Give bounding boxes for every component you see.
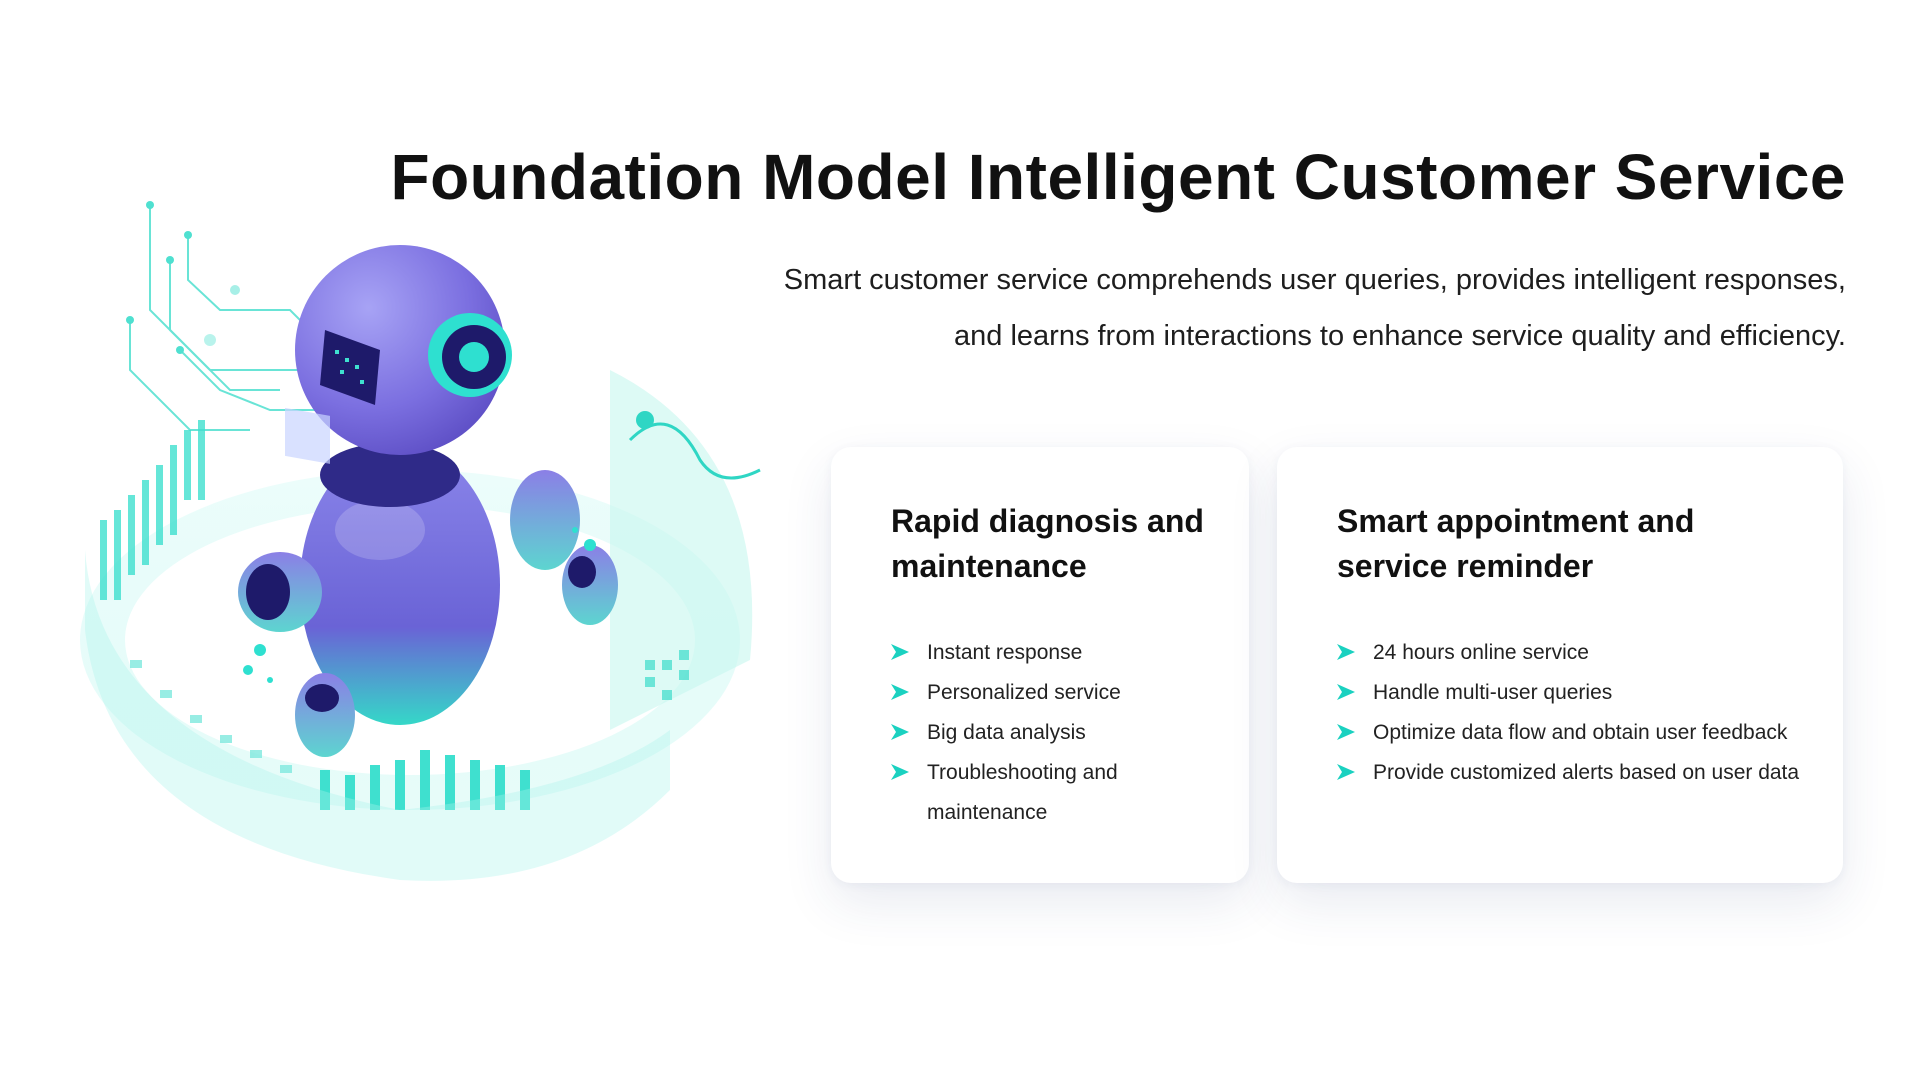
card-title-line-1: Smart appointment and <box>1337 503 1695 539</box>
card-title: Smart appointment and service reminder <box>1337 499 1803 589</box>
chevron-arrow-icon <box>891 764 909 780</box>
subtitle-line-1: Smart customer service comprehends user … <box>783 264 1846 296</box>
list-item-label: Big data analysis <box>927 721 1086 744</box>
card-title-line-2: service reminder <box>1337 548 1594 584</box>
card-title-line-1: Rapid diagnosis and <box>891 503 1204 539</box>
chevron-arrow-icon <box>1337 724 1355 740</box>
list-item: Provide customized alerts based on user … <box>1337 753 1803 793</box>
feature-card-diagnosis: Rapid diagnosis and maintenance Instant … <box>831 447 1249 883</box>
chevron-arrow-icon <box>891 724 909 740</box>
page-subtitle: Smart customer service comprehends user … <box>700 252 1846 364</box>
list-item-label: Optimize data flow and obtain user feedb… <box>1373 721 1788 744</box>
list-item-label: Instant response <box>927 641 1083 664</box>
list-item-label: Handle multi-user queries <box>1373 681 1613 704</box>
card-title: Rapid diagnosis and maintenance <box>891 499 1209 589</box>
robot-illustration <box>80 201 761 881</box>
list-item: Handle multi-user queries <box>1337 673 1803 713</box>
list-item: Optimize data flow and obtain user feedb… <box>1337 713 1803 753</box>
chevron-arrow-icon <box>1337 764 1355 780</box>
page-title: Foundation Model Intelligent Customer Se… <box>390 141 1846 213</box>
chevron-arrow-icon <box>1337 644 1355 660</box>
card-title-line-2: maintenance <box>891 548 1087 584</box>
list-item-label: Troubleshooting and maintenance <box>927 761 1118 824</box>
feature-card-appointment: Smart appointment and service reminder 2… <box>1277 447 1843 883</box>
list-item-label: Provide customized alerts based on user … <box>1373 761 1800 784</box>
list-item-label: Personalized service <box>927 681 1121 704</box>
subtitle-line-2: and learns from interactions to enhance … <box>954 320 1846 352</box>
feature-list: Instant response Personalized service Bi… <box>891 633 1209 833</box>
chevron-arrow-icon <box>1337 684 1355 700</box>
feature-list: 24 hours online service Handle multi-use… <box>1337 633 1803 793</box>
list-item: Big data analysis <box>891 713 1209 753</box>
list-item-label: 24 hours online service <box>1373 641 1589 664</box>
list-item: 24 hours online service <box>1337 633 1803 673</box>
list-item: Instant response <box>891 633 1209 673</box>
list-item: Personalized service <box>891 673 1209 713</box>
chevron-arrow-icon <box>891 644 909 660</box>
list-item: Troubleshooting and maintenance <box>891 753 1209 833</box>
chevron-arrow-icon <box>891 684 909 700</box>
